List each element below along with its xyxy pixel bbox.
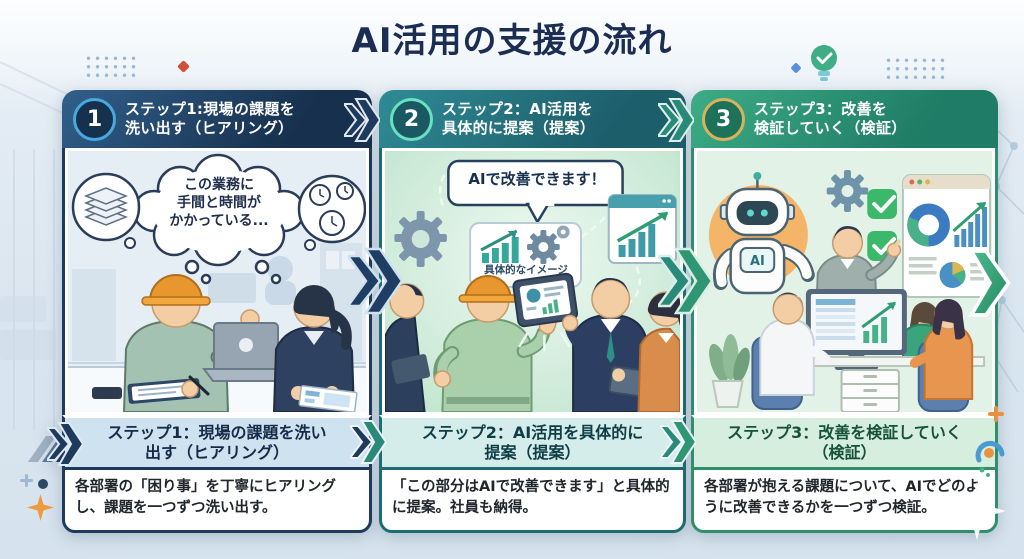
- step2-description: 「この部分はAIで改善できます」と具体的に提案。社員も納得。: [379, 467, 686, 533]
- header-chevron-2-3: [658, 98, 694, 142]
- dot-grid-top-left: [84, 54, 136, 78]
- gear-icon-small: [527, 225, 570, 264]
- step3-illustration: AI: [697, 151, 992, 412]
- plus-icon-right: [988, 406, 1004, 422]
- dashboard-board: [901, 174, 992, 298]
- donut-chart-icon: [907, 203, 950, 247]
- step3-caption: ステップ3：改善を検証していく （検証）: [691, 415, 998, 467]
- plant-icon: [709, 334, 750, 408]
- dot-icon: [38, 479, 48, 489]
- bar-chart-icon: [482, 237, 519, 263]
- colleague-man: [385, 283, 431, 412]
- caption-chevron-1-2: [350, 420, 386, 464]
- step1-description: 各部署の「困り事」を丁寧にヒアリングし、課題を一つずつ洗い出す。: [62, 467, 372, 533]
- step3-number-badge: 3: [702, 97, 745, 141]
- step3-panel: 3 ステップ3：改善を 検証していく（検証）: [691, 90, 998, 533]
- document-icon: [298, 385, 358, 412]
- robot-chest-label: AI: [750, 254, 765, 269]
- smartphone-icon: [92, 387, 122, 399]
- floating-tablet-icon: [512, 272, 579, 328]
- step1-number-badge: 1: [73, 97, 116, 141]
- step3-scene: AI: [691, 148, 998, 415]
- caption-chevron-2-3: [660, 420, 696, 464]
- mid-chevron-2-3: [658, 247, 712, 315]
- drawer-unit: [840, 369, 900, 412]
- step2-caption-label: ステップ2：AI活用を具体的に 提案（提案）: [421, 422, 644, 462]
- thought-text: この業務に 手間と時間が かかっている...: [169, 177, 269, 230]
- step2-illustration: [385, 151, 680, 412]
- step1-panel: 1 ステップ1:現場の課題を 洗い出す（ヒアリング）: [47, 90, 372, 533]
- speech-text: AIで改善できます！: [468, 170, 606, 188]
- clipboard-icon: [127, 378, 201, 404]
- browser-chart-icon: [607, 194, 678, 264]
- arc-icon: [975, 440, 1005, 477]
- dot-grid-top-right: [884, 56, 946, 80]
- step1-caption-label: ステップ1：現場の課題を洗い 出す（ヒアリング）: [107, 422, 327, 462]
- chevron-icon: [47, 422, 83, 466]
- pie-chart-icon: [939, 262, 966, 288]
- hardhat-worker: [433, 275, 557, 412]
- clocks-icon: [297, 174, 366, 251]
- bar-chart-icon: [952, 201, 988, 247]
- end-arrow: [968, 249, 1011, 317]
- pen-icon: [188, 375, 210, 396]
- step3-description: 各部署が抱える課題について、AIでどのように改善できるかを一つずつ検証。: [691, 467, 998, 533]
- speech-bubble-icon: [447, 159, 624, 225]
- colleague-woman: [637, 291, 680, 412]
- seated-woman-back: [909, 299, 974, 400]
- thought-bubble-icon: [132, 153, 306, 285]
- idea-card: [469, 222, 582, 288]
- step1-caption: ステップ1：現場の課題を洗い 出す（ヒアリング）: [47, 415, 372, 467]
- step3-caption-label: ステップ3：改善を検証していく （検証）: [727, 422, 962, 462]
- step3-header-label: ステップ3：改善を 検証していく（検証）: [754, 99, 907, 138]
- paper-stack-icon: [71, 172, 141, 249]
- card-label: 具体的なイメージ: [484, 264, 568, 276]
- lightbulb-check-icon: [811, 45, 837, 81]
- step2-panel: 2 ステップ2：AI活用を 具体的に提案（提案）: [379, 90, 686, 533]
- step2-number-badge: 2: [390, 97, 433, 141]
- plus-icon-left: [20, 474, 33, 487]
- checkmark-icon: [867, 189, 897, 261]
- step1-illustration: [68, 151, 366, 412]
- gear-icon: [394, 211, 447, 267]
- shine-rays: [518, 331, 571, 352]
- step3-header: 3 ステップ3：改善を 検証していく（検証）: [691, 90, 998, 148]
- step2-header: 2 ステップ2：AI活用を 具体的に提案（提案）: [379, 90, 686, 148]
- page-title: AI活用の支援の流れ: [351, 21, 673, 61]
- header-chevron-1-2: [344, 98, 380, 142]
- step1-header-label: ステップ1:現場の課題を 洗い出す（ヒアリング）: [125, 99, 296, 138]
- gear-icon: [826, 170, 869, 212]
- step1-header: 1 ステップ1:現場の課題を 洗い出す（ヒアリング）: [62, 90, 372, 148]
- step2-scene: AIで改善できます！ 具体的なイメージ: [379, 148, 686, 415]
- step2-header-label: ステップ2：AI活用を 具体的に提案（提案）: [442, 99, 596, 138]
- mid-chevron-1-2: [348, 247, 402, 315]
- ai-robot-icon: AI: [712, 172, 815, 295]
- seated-man-back: [759, 292, 831, 396]
- step1-scene: この業務に 手間と時間が かかっている...: [62, 148, 372, 415]
- step2-caption: ステップ2：AI活用を具体的に 提案（提案）: [379, 415, 686, 467]
